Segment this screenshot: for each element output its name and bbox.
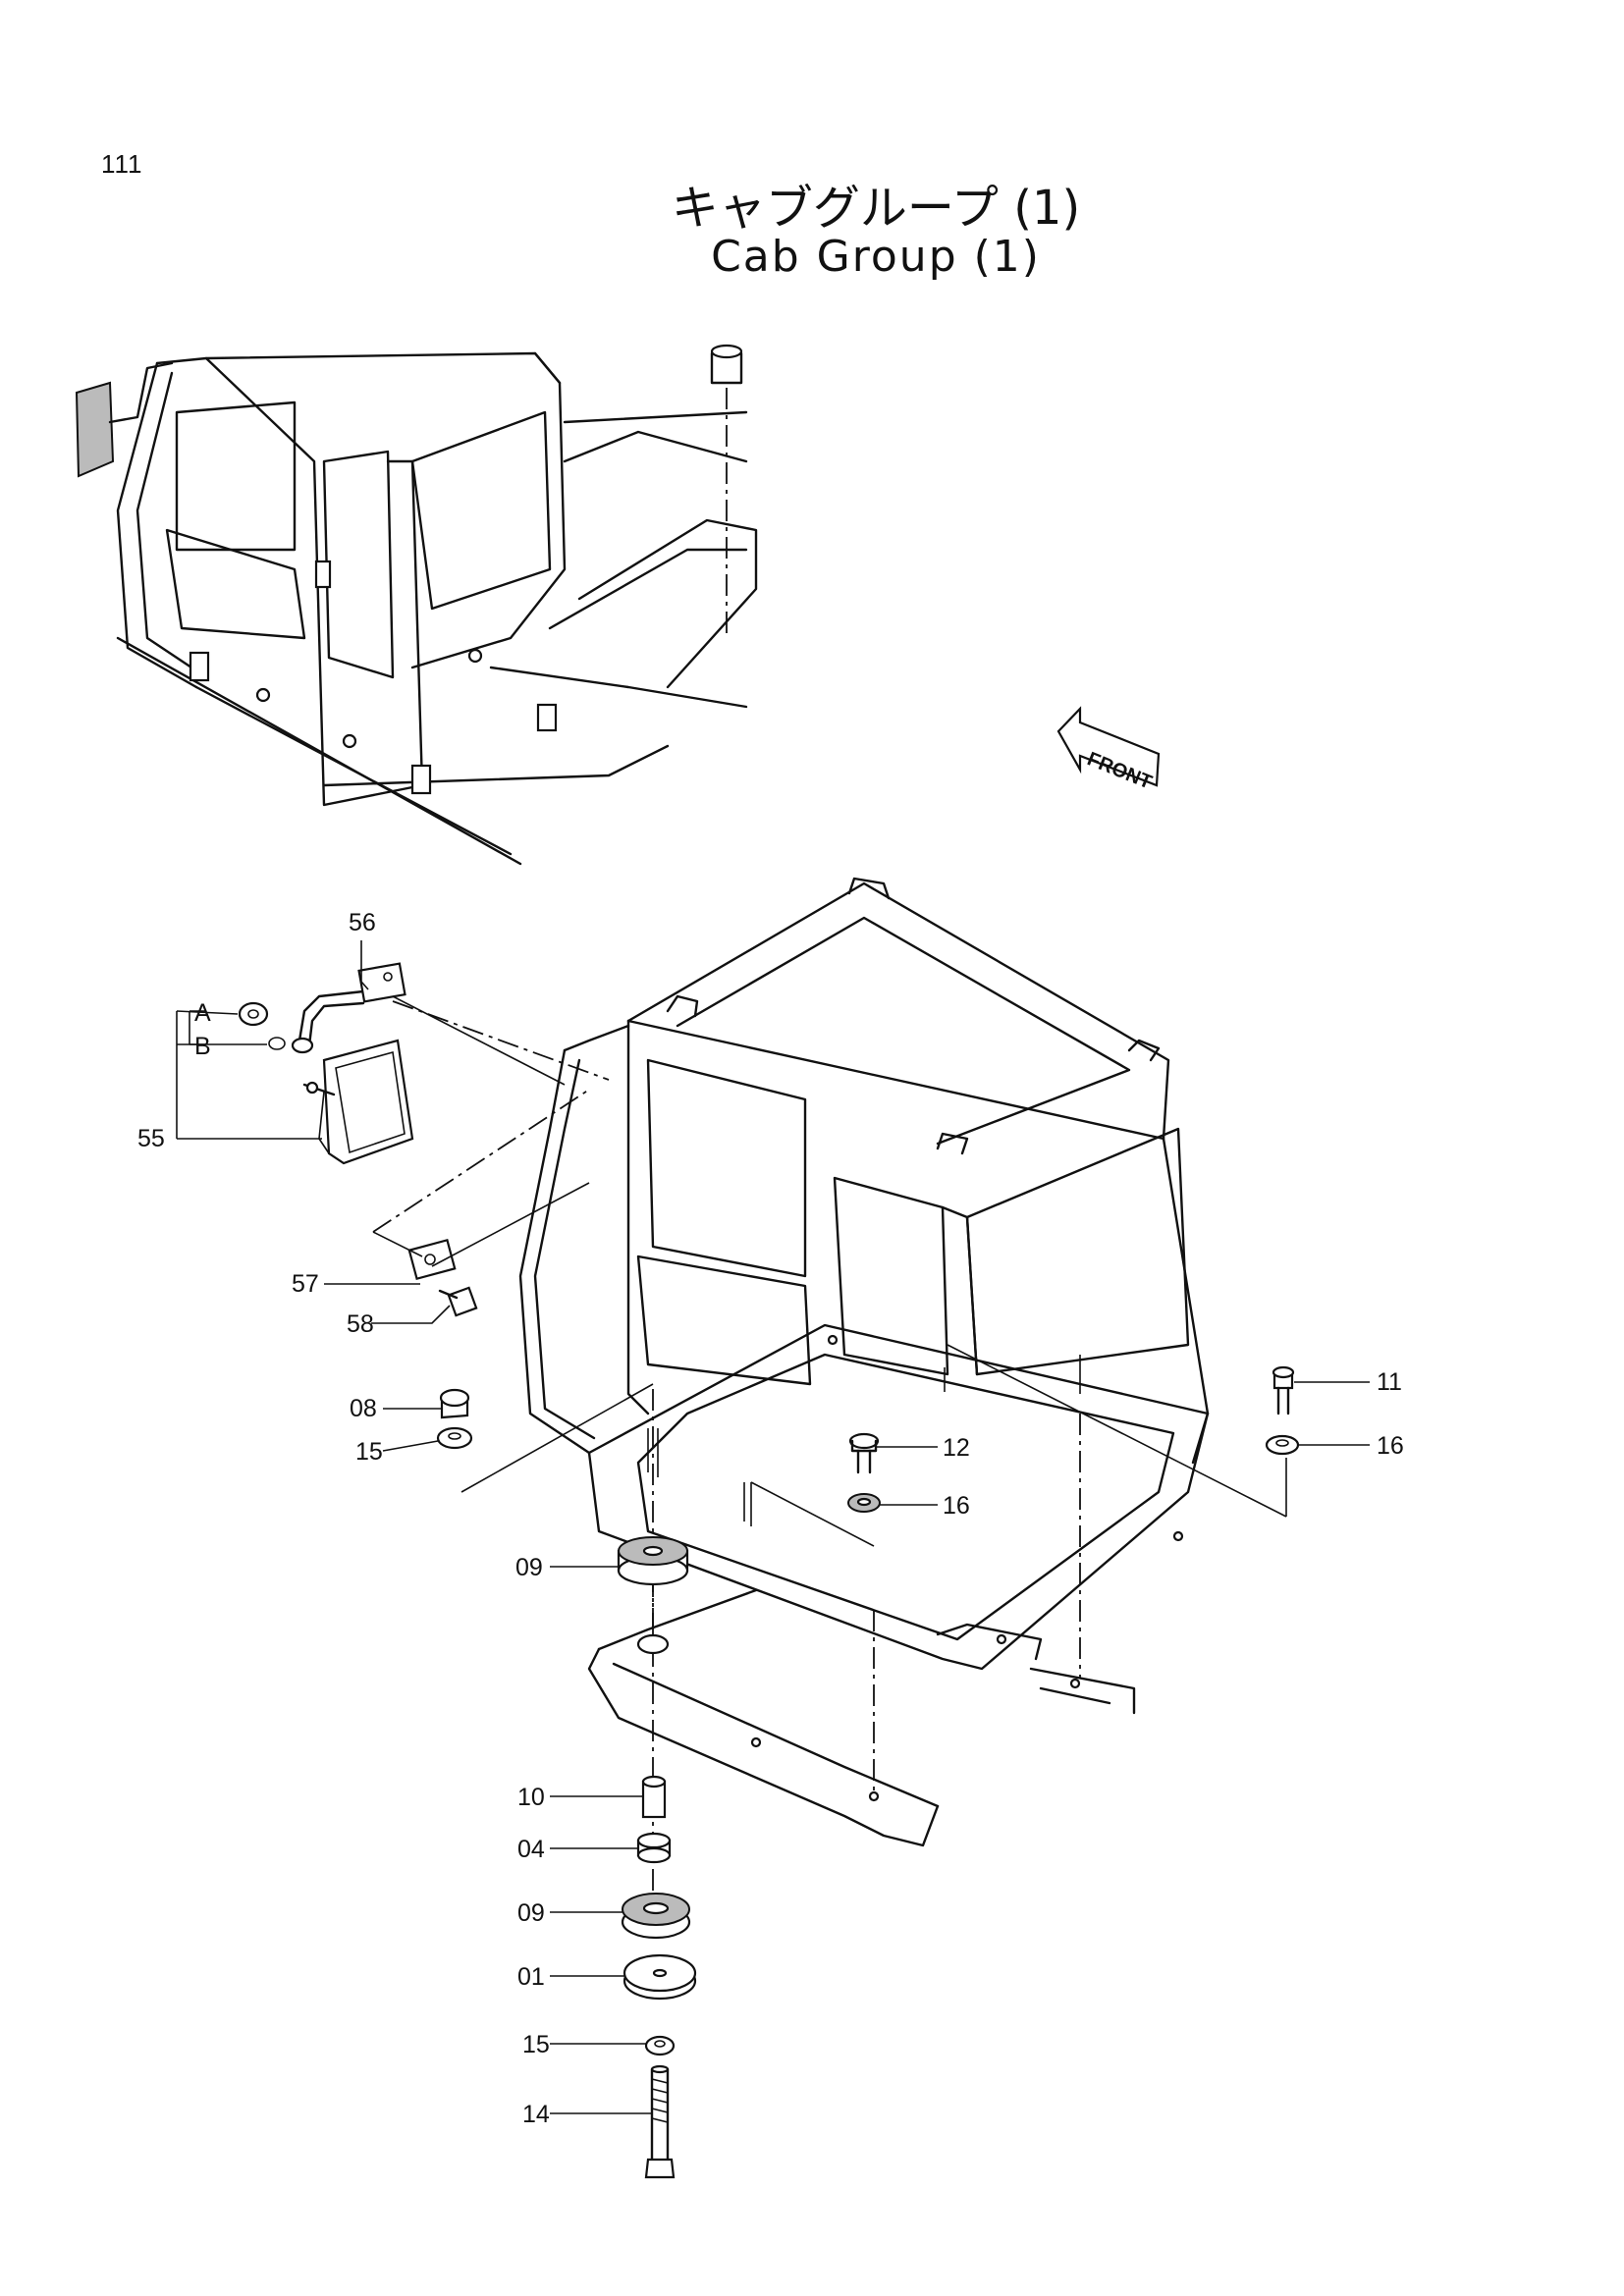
callout-58: 58: [347, 1310, 374, 1338]
callout-12: 12: [943, 1434, 970, 1462]
loose-parts: [436, 1365, 1300, 2179]
callout-labels: 56 A B 55 57 58 08 15 09 11 16 12 16 10 …: [137, 909, 1404, 2128]
callout-55: 55: [137, 1125, 165, 1152]
machine-frame-rail: [587, 1588, 1136, 1847]
callout-16-right: 16: [1377, 1432, 1404, 1460]
callout-15-lower: 15: [522, 2031, 550, 2058]
callout-04: 04: [517, 1836, 545, 1863]
callout-a: A: [194, 999, 211, 1027]
exploded-cab-body: [518, 877, 1210, 1671]
assembly-centerlines: [372, 1000, 1287, 1895]
callout-11: 11: [1377, 1368, 1402, 1396]
page-title-english: Cab Group (1): [711, 232, 1041, 282]
callout-08: 08: [350, 1395, 377, 1422]
page-number: 111: [101, 149, 143, 179]
callout-09-lower: 09: [517, 1899, 545, 1927]
callout-57: 57: [292, 1270, 319, 1298]
callout-09-upper: 09: [515, 1554, 543, 1581]
callout-56: 56: [349, 909, 376, 936]
leader-lines: [176, 940, 1370, 2114]
page-title-japanese: キャブグループ (1): [671, 181, 1081, 236]
assembled-cab-view: [75, 344, 758, 866]
mirror-assembly: [238, 962, 590, 1317]
callout-15-upper: 15: [355, 1438, 383, 1466]
callout-16-middle: 16: [943, 1492, 970, 1520]
callout-01: 01: [517, 1963, 545, 1991]
callout-14: 14: [522, 2101, 550, 2128]
callout-10: 10: [517, 1784, 545, 1811]
front-direction-arrow-icon: FRONT: [1056, 706, 1161, 793]
callout-b: B: [194, 1033, 211, 1060]
